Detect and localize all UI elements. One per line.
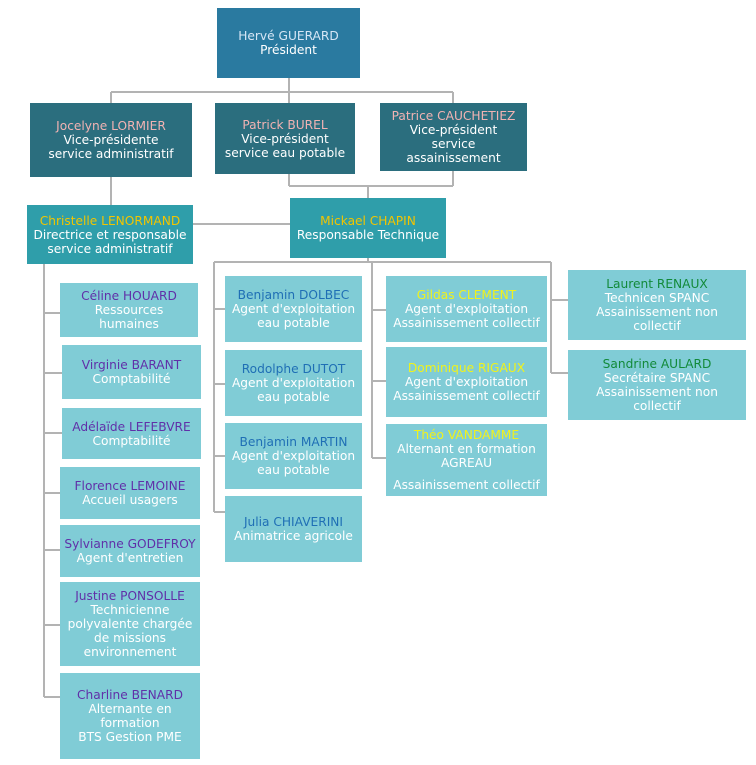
staff-role: de missions bbox=[94, 631, 166, 645]
vice-president-name: Jocelyne LORMIER bbox=[56, 119, 166, 133]
staff-box-dolbec: Benjamin DOLBEC Agent d'exploitation eau… bbox=[225, 276, 362, 342]
staff-name: Virginie BARANT bbox=[81, 358, 182, 372]
staff-name: Gildas CLEMENT bbox=[416, 288, 517, 302]
vice-president-role: Vice-président bbox=[409, 123, 498, 137]
vice-president-role: Vice-président bbox=[241, 131, 329, 146]
vice-president-role: service administratif bbox=[48, 147, 174, 161]
director-box: Christelle LENORMAND Directrice et respo… bbox=[27, 205, 193, 264]
staff-name: Florence LEMOINE bbox=[74, 479, 186, 493]
staff-name: Sylvianne GODEFROY bbox=[64, 537, 196, 551]
staff-name: Théo VANDAMME bbox=[413, 428, 520, 442]
staff-role: Alternante en bbox=[88, 702, 172, 716]
staff-box-renaux: Laurent RENAUX Technicen SPANC Assainiss… bbox=[568, 270, 746, 340]
staff-role: eau potable bbox=[257, 316, 330, 330]
vice-president-role: Vice-présidente bbox=[63, 133, 159, 147]
president-box: Hervé GUERARD Président bbox=[217, 8, 360, 78]
staff-name: Benjamin DOLBEC bbox=[237, 288, 350, 302]
staff-role: Technicienne bbox=[90, 603, 170, 617]
president-role: Président bbox=[260, 43, 317, 57]
staff-box-dutot: Rodolphe DUTOT Agent d'exploitation eau … bbox=[225, 350, 362, 416]
staff-role: Agent d'entretien bbox=[76, 551, 184, 565]
staff-role: Comptabilité bbox=[92, 433, 171, 448]
staff-name: Dominique RIGAUX bbox=[407, 361, 526, 375]
staff-name: Julia CHIAVERINI bbox=[243, 515, 344, 529]
staff-role: BTS Gestion PME bbox=[78, 730, 182, 744]
staff-box-ponsolle: Justine PONSOLLE Technicienne polyvalent… bbox=[60, 582, 200, 666]
staff-box-benard: Charline BENARD Alternante en formation … bbox=[60, 673, 200, 759]
staff-name: Céline HOUARD bbox=[81, 289, 177, 303]
staff-box-martin: Benjamin MARTIN Agent d'exploitation eau… bbox=[225, 423, 362, 489]
vice-president-admin-box: Jocelyne LORMIER Vice-présidente service… bbox=[30, 103, 192, 177]
staff-box-godefroy: Sylvianne GODEFROY Agent d'entretien bbox=[60, 525, 200, 577]
vice-president-role: service eau potable bbox=[224, 145, 346, 160]
director-role: service administratif bbox=[47, 241, 173, 256]
staff-role: eau potable bbox=[257, 390, 330, 404]
staff-name: Justine PONSOLLE bbox=[75, 589, 185, 603]
staff-name: Laurent RENAUX bbox=[606, 277, 708, 291]
staff-box-houard: Céline HOUARD Ressources humaines bbox=[60, 283, 198, 337]
staff-role: Agent d'exploitation bbox=[231, 302, 356, 316]
vice-president-sanitation-box: Patrice CAUCHETIEZ Vice-président servic… bbox=[380, 103, 527, 171]
staff-role: Accueil usagers bbox=[82, 493, 178, 507]
vice-president-name: Patrick BUREL bbox=[242, 117, 328, 132]
staff-box-barant: Virginie BARANT Comptabilité bbox=[62, 345, 201, 399]
staff-role: eau potable bbox=[257, 463, 330, 477]
staff-role: Agent d'exploitation bbox=[404, 375, 529, 389]
staff-box-vandamme: Théo VANDAMME Alternant en formation AGR… bbox=[386, 424, 547, 496]
staff-role: Assainissement collectif bbox=[393, 478, 540, 492]
staff-role: Agent d'exploitation bbox=[231, 449, 356, 463]
technical-head-role: Responsable Technique bbox=[296, 228, 440, 242]
vice-president-name: Patrice CAUCHETIEZ bbox=[391, 109, 516, 123]
staff-box-rigaux: Dominique RIGAUX Agent d'exploitation As… bbox=[386, 347, 547, 417]
staff-role: Assainissement non collectif bbox=[596, 305, 718, 333]
technical-head-name: Mickael CHAPIN bbox=[320, 214, 416, 228]
staff-role: Animatrice agricole bbox=[234, 529, 353, 543]
staff-role: Alternant en formation bbox=[397, 442, 536, 456]
staff-role: Comptabilité bbox=[92, 372, 171, 386]
staff-name: Adélaïde LEFEBVRE bbox=[72, 419, 191, 434]
staff-name: Sandrine AULARD bbox=[602, 357, 712, 371]
staff-role: polyvalente chargée bbox=[67, 617, 193, 631]
vice-president-role: service assainissement bbox=[406, 137, 501, 165]
director-role: Directrice et responsable bbox=[33, 227, 187, 242]
director-name: Christelle LENORMAND bbox=[39, 213, 181, 228]
staff-role: Agent d'exploitation bbox=[404, 302, 529, 316]
staff-role: environnement bbox=[83, 645, 177, 659]
staff-role: Secrétaire SPANC bbox=[603, 371, 711, 385]
staff-name: Charline BENARD bbox=[77, 688, 183, 702]
staff-role: AGREAU bbox=[441, 456, 492, 470]
technical-head-box: Mickael CHAPIN Responsable Technique bbox=[290, 198, 446, 258]
staff-role: Technicen SPANC bbox=[604, 291, 710, 305]
staff-box-lemoine: Florence LEMOINE Accueil usagers bbox=[60, 467, 200, 519]
staff-role: formation bbox=[100, 716, 160, 730]
staff-box-clement: Gildas CLEMENT Agent d'exploitation Assa… bbox=[386, 276, 547, 342]
staff-box-lefebvre: Adélaïde LEFEBVRE Comptabilité bbox=[62, 408, 201, 459]
staff-role: Assainissement non collectif bbox=[596, 385, 718, 413]
vice-president-water-box: Patrick BUREL Vice-président service eau… bbox=[215, 103, 355, 174]
staff-name: Rodolphe DUTOT bbox=[241, 362, 346, 376]
staff-name: Benjamin MARTIN bbox=[239, 435, 348, 449]
staff-role: Agent d'exploitation bbox=[231, 376, 356, 390]
staff-role: Assainissement collectif bbox=[393, 316, 540, 330]
staff-box-aulard: Sandrine AULARD Secrétaire SPANC Assaini… bbox=[568, 350, 746, 420]
staff-role: Ressources humaines bbox=[94, 303, 164, 331]
president-name: Hervé GUERARD bbox=[238, 29, 339, 43]
staff-box-chiaverini: Julia CHIAVERINI Animatrice agricole bbox=[225, 496, 362, 562]
staff-role: Assainissement collectif bbox=[393, 389, 540, 403]
